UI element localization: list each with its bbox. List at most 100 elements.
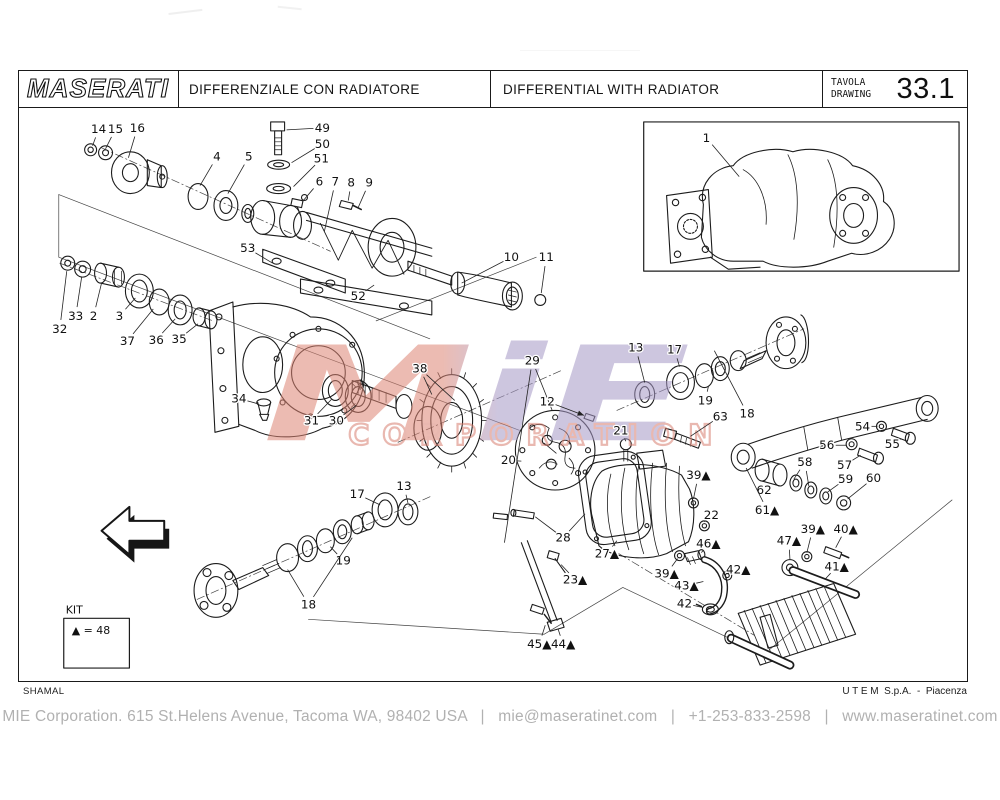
leader-line [227, 164, 245, 194]
leader-line [199, 164, 213, 186]
part-number-label: 55 [885, 437, 900, 451]
leader-line [423, 376, 433, 395]
leader-line [713, 350, 744, 406]
part-number-label: 61▲ [755, 503, 780, 517]
part-number-label: 15 [108, 122, 123, 136]
part-number-label: 19 [336, 554, 351, 568]
parts-diagram: KIT ▲ = 48 MiE CORPORATION 1415164549505… [51, 120, 960, 670]
leader-line [637, 356, 646, 383]
leader-line [287, 569, 305, 597]
part-number-label: 53 [240, 241, 255, 255]
leader-line [323, 190, 334, 232]
leader-line [293, 164, 316, 187]
part-number-label: 44▲ [551, 637, 576, 651]
differential-case-sketch [514, 409, 596, 491]
leader-line [461, 260, 504, 284]
crown-gear-sketch [351, 368, 487, 473]
part-number-label: 13 [628, 341, 643, 355]
part-number-label: 38 [412, 362, 427, 376]
leader-line [185, 323, 199, 334]
leader-line [701, 550, 704, 553]
bolt-washer-sketch [266, 121, 362, 216]
part-number-label: 10 [504, 250, 519, 264]
drawing-number: 33.1 [896, 72, 955, 105]
part-number-label: 42 [677, 596, 692, 610]
part-number-label: 2 [90, 309, 98, 323]
watermark-mie-text: MiE [263, 318, 691, 471]
leader-line [161, 318, 176, 334]
leader-line [504, 369, 532, 543]
leader-line [60, 271, 68, 320]
part-number-label: 17 [667, 343, 682, 357]
leader-line [693, 483, 697, 500]
part-number-label: 27▲ [595, 547, 620, 561]
part-number-label: 17 [350, 487, 365, 501]
leader-line [128, 136, 136, 158]
leader-line [690, 421, 714, 437]
watermark-corporation-text: CORPORATION [348, 418, 725, 452]
leader-line [405, 494, 409, 504]
part-number-label: 6 [316, 175, 324, 189]
part-number-label: 8 [347, 176, 355, 190]
fittings-hoses-sketch [673, 497, 733, 616]
title-block: MASERATI DIFFERENZIALE CON RADIATORE DIF… [18, 70, 968, 108]
part-number-label: 59 [838, 472, 853, 486]
leader-line [825, 572, 831, 579]
part-number-label: 4 [213, 150, 221, 164]
oil-cooler-sketch [724, 546, 861, 670]
leader-line [291, 148, 315, 164]
leader-line [95, 282, 102, 308]
leader-line [805, 470, 810, 487]
part-number-label: 50 [315, 137, 330, 151]
leader-line [704, 520, 706, 523]
direction-arrow-icon [100, 505, 170, 563]
leader-line [317, 399, 332, 415]
leader-line [847, 483, 867, 500]
contact-footer-bar: MIE Corporation. 615 St.Helens Avenue, T… [2, 708, 998, 725]
leader-line [835, 536, 842, 548]
part-number-label: 18 [301, 597, 316, 611]
leader-line [727, 572, 730, 574]
kit-legend: ▲ = 48 [72, 624, 110, 637]
part-number-label: 32 [52, 322, 67, 336]
part-number-label: 14 [91, 122, 106, 136]
leader-line [535, 368, 553, 411]
leader-line [255, 252, 273, 264]
leader-line [557, 629, 561, 636]
leader-line [852, 454, 861, 461]
leader-line [695, 581, 704, 584]
part-number-label: 12 [540, 394, 555, 408]
part-number-label: 47▲ [777, 534, 802, 548]
leader-line [92, 137, 96, 146]
drawing-number-cell: TAVOLA DRAWING 33.1 [823, 71, 965, 107]
part-number-label: 40▲ [833, 522, 858, 536]
leader-line [343, 405, 357, 416]
leader-line [806, 537, 812, 553]
part-number-label: 23▲ [563, 573, 588, 587]
right-axle-row-sketch [634, 314, 810, 408]
leader-line [426, 374, 455, 401]
part-number-label: 36 [149, 333, 164, 347]
leader-line [125, 297, 136, 310]
leader-line [541, 625, 546, 636]
part-number-label: 63 [713, 409, 728, 423]
part-number-label: 58 [797, 455, 812, 469]
scan-artifact [277, 0, 303, 11]
part-number-label: 19 [698, 393, 713, 407]
part-number-label: 52 [351, 289, 366, 303]
part-number-label: 16 [130, 121, 145, 135]
leader-line [706, 386, 709, 392]
left-spacer-row-sketch [60, 255, 218, 330]
title-english-cell: DIFFERENTIAL WITH RADIATOR [491, 71, 823, 107]
part-number-label: 57 [837, 458, 852, 472]
pinion-bearing-sketch [321, 374, 372, 413]
part-number-label: 21 [613, 423, 628, 437]
part-number-label: 62 [756, 483, 771, 497]
leader-line [313, 537, 353, 598]
stub-axle-row-sketch [193, 492, 419, 618]
output-flange-sketch [84, 143, 168, 195]
title-english: DIFFERENTIAL WITH RADIATOR [503, 81, 720, 97]
part-number-label: 13 [396, 479, 411, 493]
